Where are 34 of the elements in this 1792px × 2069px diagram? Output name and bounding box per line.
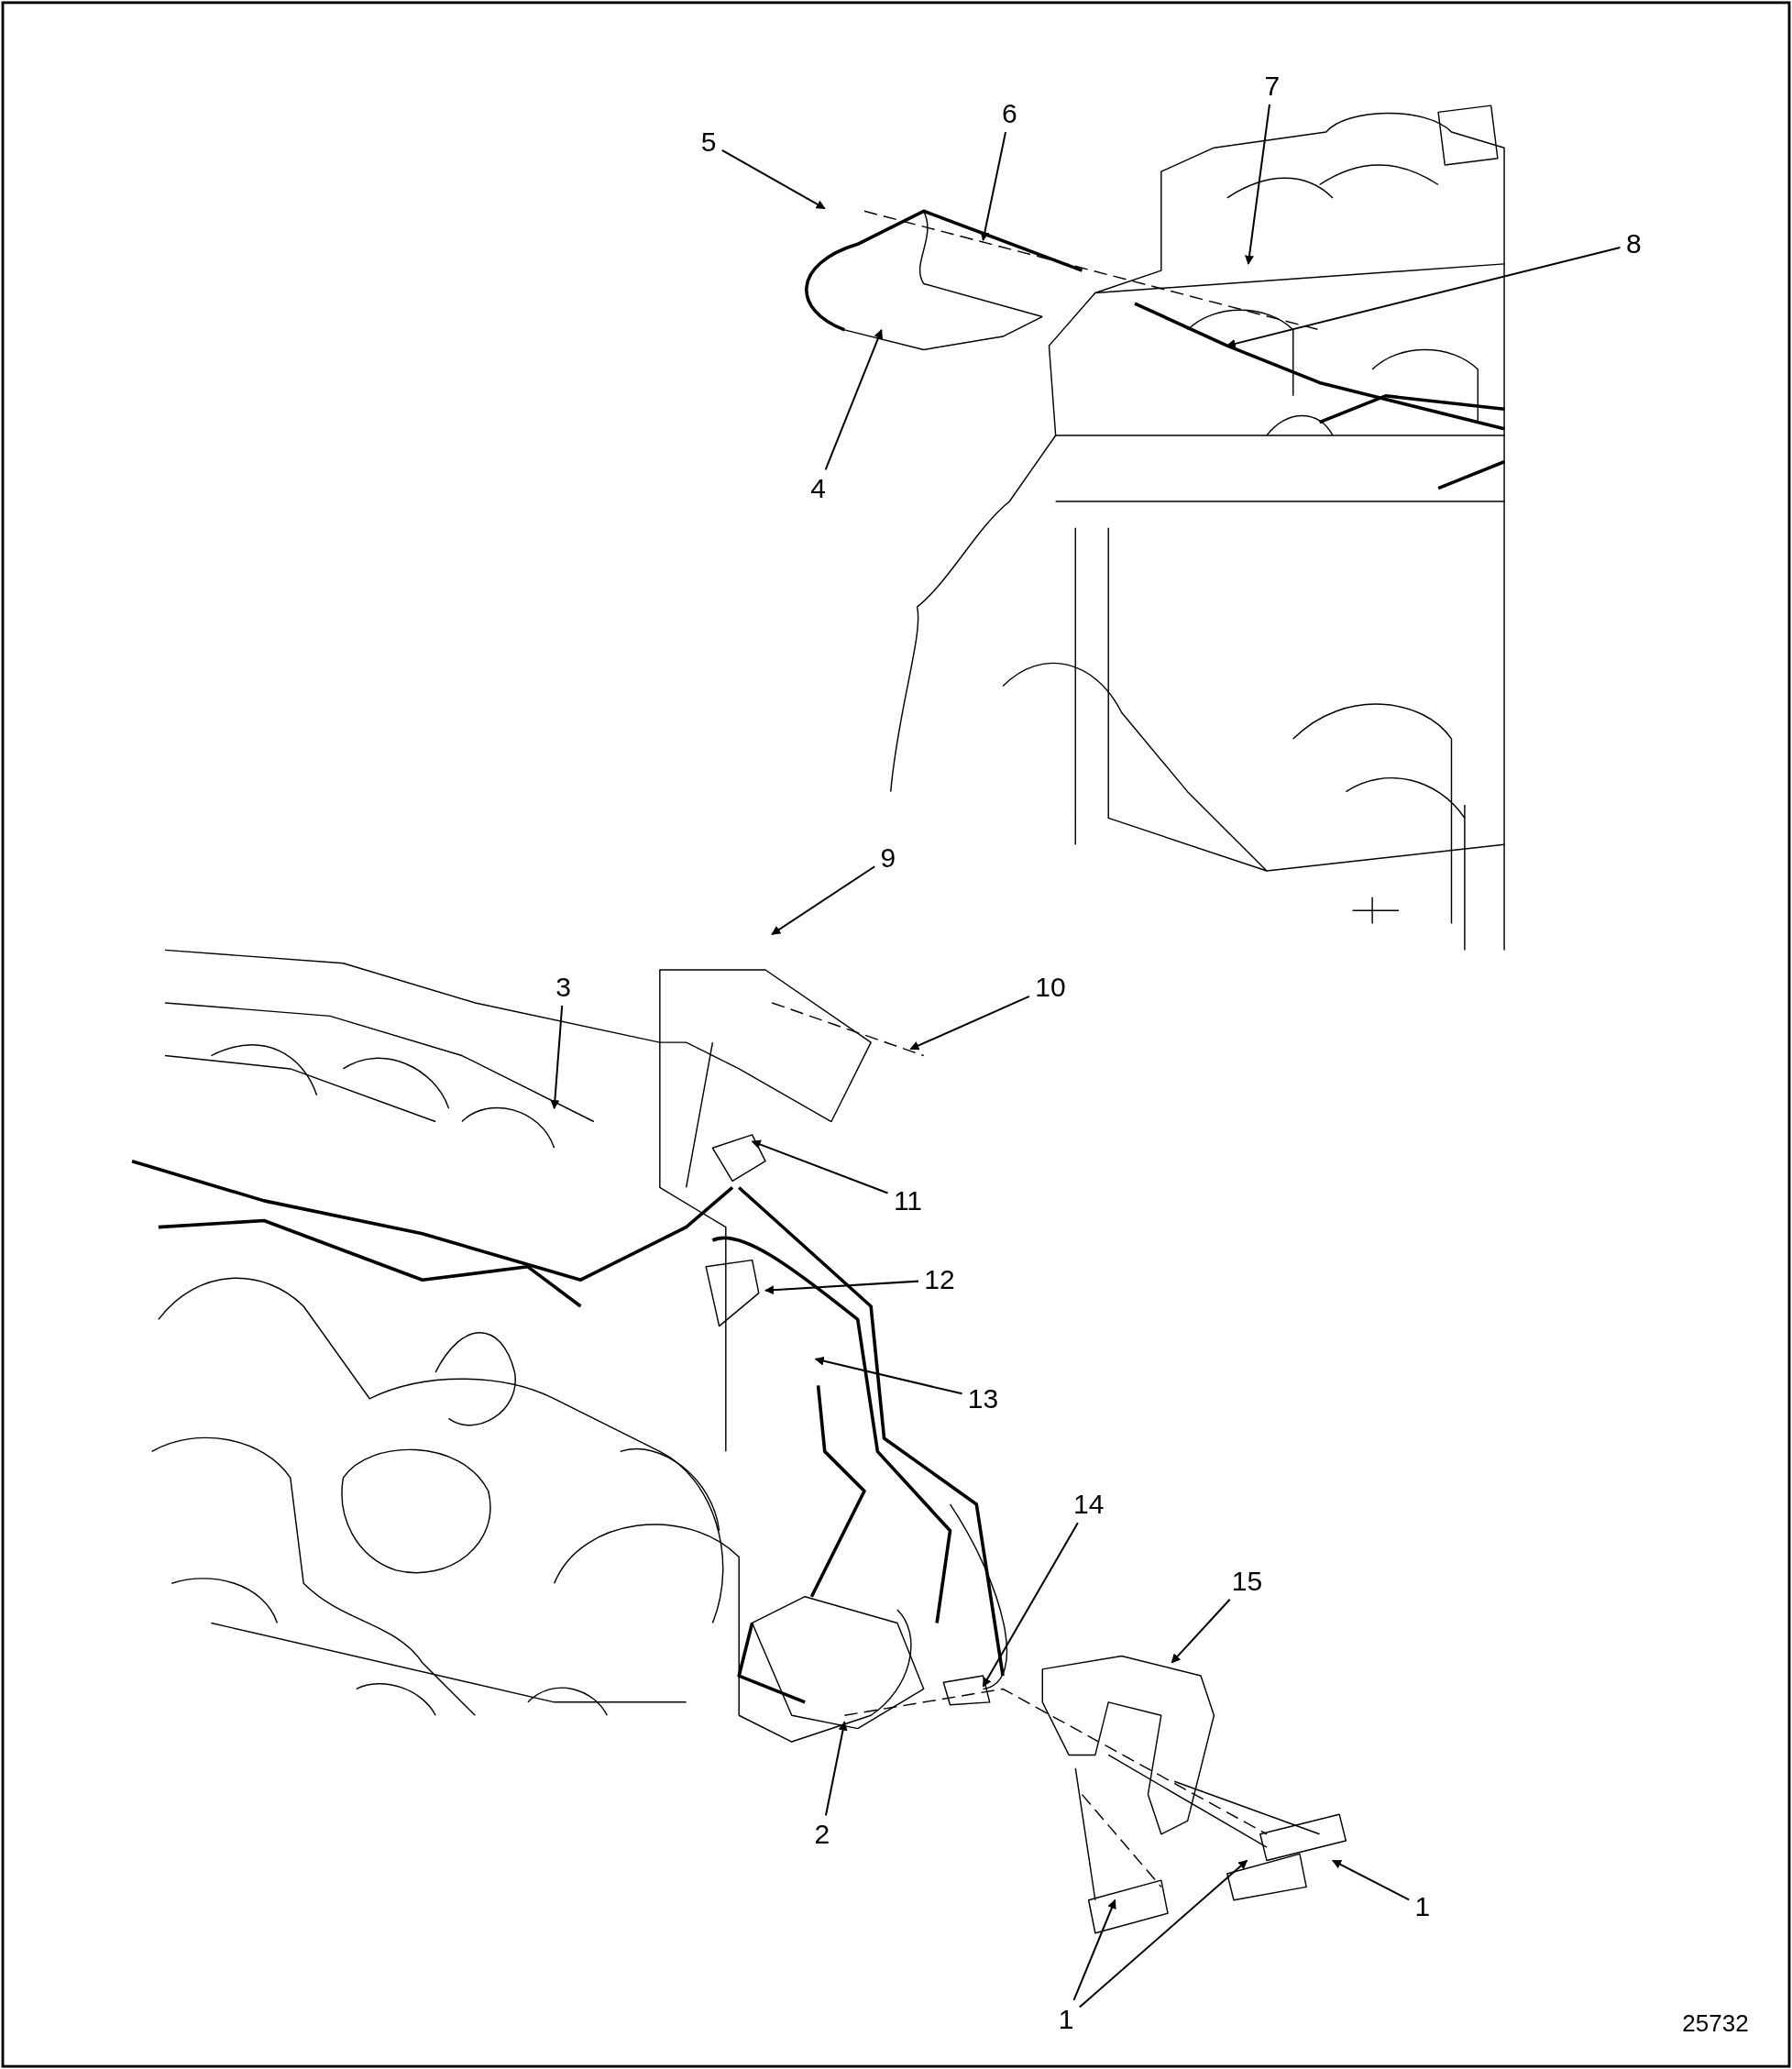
- callout-number: 11: [891, 1186, 925, 1216]
- leader-line: [1332, 1859, 1410, 1901]
- callout-number: 9: [878, 842, 898, 873]
- callout-number: 14: [1072, 1490, 1106, 1520]
- callout-number: 1: [1413, 1892, 1433, 1922]
- leader-line: [771, 865, 875, 935]
- leader-line: [1245, 104, 1271, 265]
- figure-number: 25732: [1681, 2008, 1750, 2038]
- leader-line: [721, 149, 826, 210]
- callout-number: 6: [999, 98, 1019, 128]
- leader-line: [1226, 246, 1621, 348]
- leader-line: [1171, 1599, 1231, 1664]
- leader-line: [824, 328, 883, 470]
- callout-number: 1: [1056, 2004, 1076, 2034]
- callout-number: 2: [812, 1820, 832, 1850]
- callout-number: 8: [1623, 229, 1644, 259]
- callout-number: 7: [1262, 71, 1282, 101]
- leader-line: [814, 1356, 962, 1395]
- callout-number: 3: [554, 972, 574, 1002]
- leader-line: [980, 131, 1007, 241]
- callout-number: 10: [1033, 972, 1068, 1002]
- leader-line: [550, 1005, 564, 1110]
- leader-line: [909, 995, 1030, 1051]
- callout-number: 15: [1229, 1566, 1265, 1596]
- callout-number: 5: [698, 127, 719, 158]
- leader-line: [1072, 1898, 1116, 2001]
- leader-line: [824, 1721, 848, 1816]
- leader-line: [764, 1280, 919, 1295]
- callout-number: 13: [965, 1384, 1001, 1414]
- leader-line: [1079, 1859, 1248, 2008]
- callout-number: 12: [922, 1265, 957, 1295]
- callout-number: 4: [808, 473, 828, 503]
- leader-line: [751, 1139, 888, 1194]
- leader-line: [982, 1522, 1079, 1688]
